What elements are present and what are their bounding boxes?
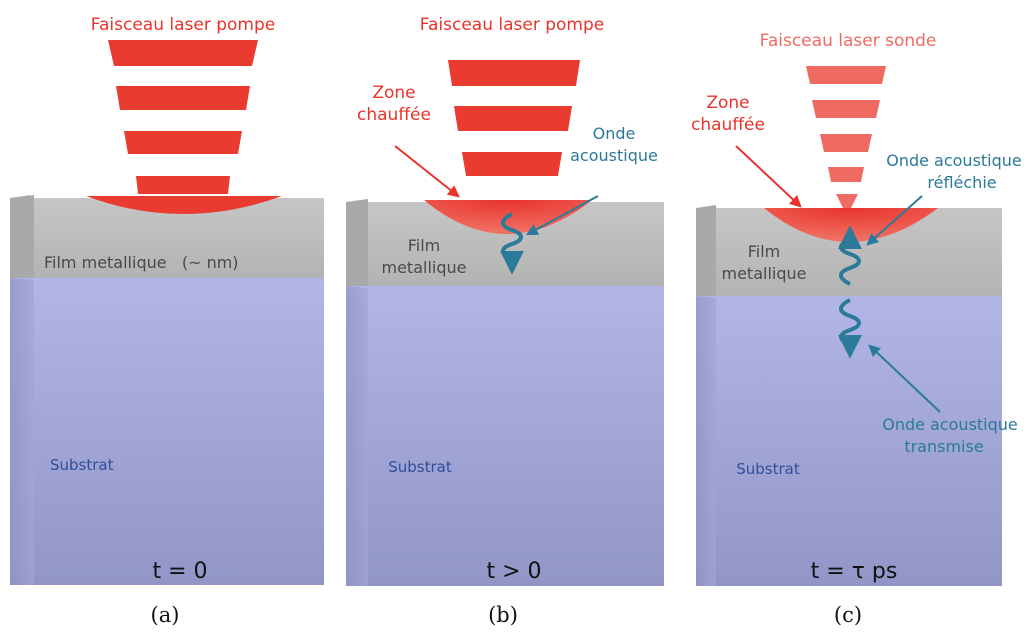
pump-beam-a xyxy=(108,40,258,194)
transmitted-wave-c xyxy=(838,298,862,359)
substrate-b xyxy=(346,286,664,586)
wave-label-b-1: Onde xyxy=(593,124,636,143)
zone-arrow-b xyxy=(394,145,460,198)
substrate-a xyxy=(10,278,324,585)
transmitted-label-c-1: Onde acoustique xyxy=(882,415,1018,434)
substrate-label-c: Substrat xyxy=(736,460,800,478)
sample-block-a xyxy=(10,195,324,585)
heated-zone-c xyxy=(764,208,938,242)
sample-block-c xyxy=(696,205,1002,586)
film-label-b-2: metallique xyxy=(382,258,467,277)
time-label-b: t > 0 xyxy=(486,559,541,584)
caption-c: (c) xyxy=(834,603,862,627)
beam-label-c: Faisceau laser sonde xyxy=(760,31,937,51)
zone-label-c-1: Zone xyxy=(706,93,749,113)
pump-beam-b xyxy=(448,60,580,176)
reflected-wave-c xyxy=(838,225,862,286)
acoustic-wave-b xyxy=(500,212,524,275)
reflected-label-c-2: réfléchie xyxy=(927,173,996,192)
film-label-b-1: Film xyxy=(408,236,441,255)
heated-spot-a xyxy=(86,196,282,214)
substrate-label-a: Substrat xyxy=(50,456,114,474)
zone-arrow-c xyxy=(735,145,802,208)
panel-b: Faisceau laser pompe Zone chauffée Onde … xyxy=(346,15,664,627)
beam-label-b: Faisceau laser pompe xyxy=(420,15,604,35)
time-label-a: t = 0 xyxy=(152,559,207,584)
caption-a: (a) xyxy=(151,603,180,627)
film-label-c-1: Film xyxy=(748,242,781,261)
zone-label-b-2: chauffée xyxy=(357,105,431,125)
panel-a: Faisceau laser pompe Film metallique (~ … xyxy=(10,15,324,627)
substrate-label-b: Substrat xyxy=(388,458,452,476)
film-label-a: Film metallique (~ nm) xyxy=(44,253,239,272)
film-label-c-2: metallique xyxy=(722,264,807,283)
beam-label-a: Faisceau laser pompe xyxy=(91,15,275,35)
reflected-arrow-c xyxy=(866,195,923,246)
wave-arrow-b xyxy=(525,195,599,236)
probe-beam-c xyxy=(806,66,886,214)
zone-label-c-2: chauffée xyxy=(691,115,765,135)
wave-label-b-2: acoustique xyxy=(570,146,658,165)
zone-label-b-1: Zone xyxy=(372,83,415,103)
transmitted-label-c-2: transmise xyxy=(904,437,983,456)
time-label-c: t = τ ps xyxy=(811,559,898,584)
transmitted-arrow-c xyxy=(868,344,941,413)
reflected-label-c-1: Onde acoustique xyxy=(886,151,1022,170)
panel-c: Faisceau laser sonde Zone chauffée Onde … xyxy=(691,31,1022,627)
caption-b: (b) xyxy=(488,603,518,627)
